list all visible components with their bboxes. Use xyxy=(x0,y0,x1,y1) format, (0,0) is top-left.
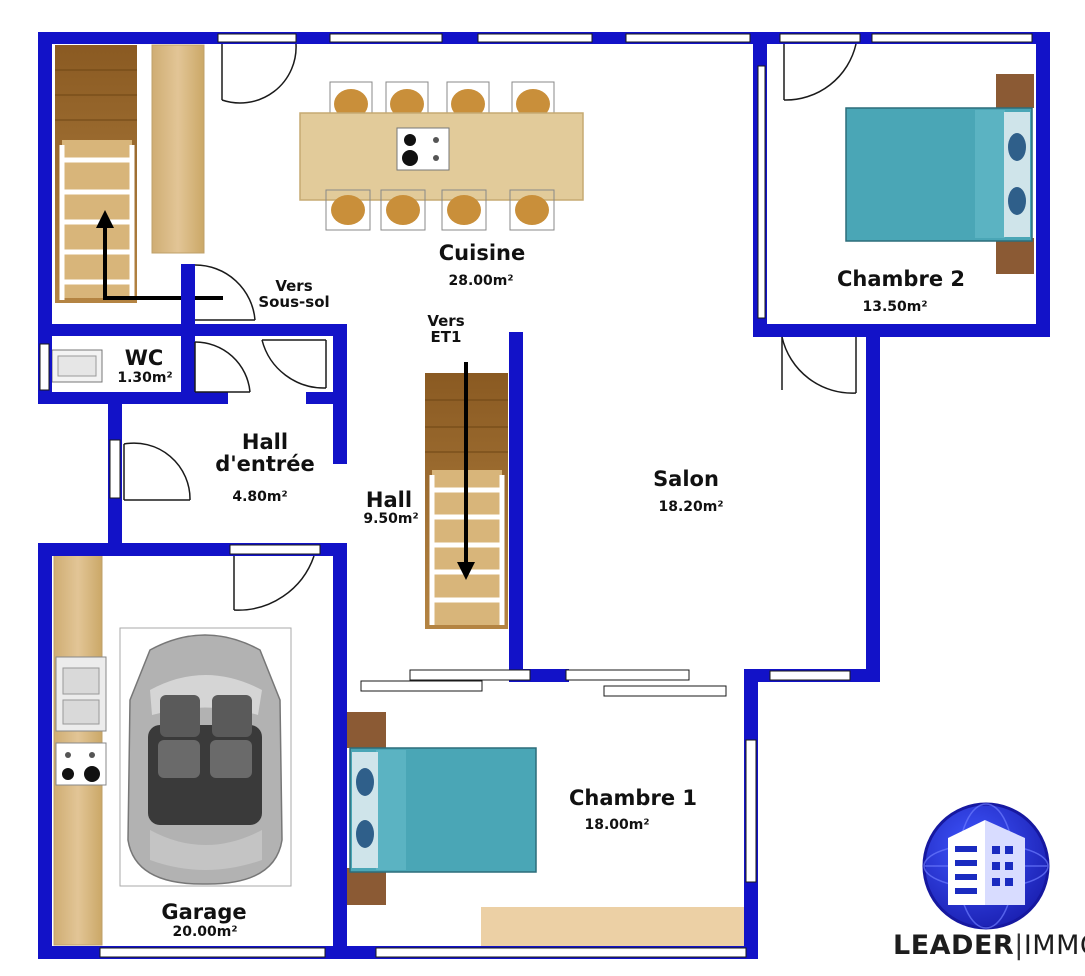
garage-hob xyxy=(55,742,107,786)
cooktop xyxy=(396,127,450,171)
room-area-garage: 20.00m² xyxy=(172,924,238,940)
car xyxy=(119,627,292,887)
garage-counter xyxy=(53,554,107,946)
chairs-top xyxy=(329,81,555,125)
room-label-hall: Hall xyxy=(365,488,413,512)
brand-name-light: IMMO xyxy=(1023,930,1085,961)
brand-name-bold: LEADER xyxy=(893,930,1015,961)
doors xyxy=(123,43,857,611)
room-area-wc: 1.30m² xyxy=(117,370,173,386)
room-area-cuisine: 28.00m² xyxy=(448,273,514,289)
room-area-hall-entree: 4.80m² xyxy=(232,489,288,505)
stairs-to-et1 xyxy=(425,362,508,629)
stairs-to-basement xyxy=(55,45,223,303)
chairs-bottom xyxy=(325,189,555,231)
bed-chambre-1 xyxy=(347,712,537,905)
room-label-garage: Garage xyxy=(161,900,247,924)
brand-separator: | xyxy=(1014,930,1024,961)
note-vers-et1: Vers ET1 xyxy=(427,312,465,346)
room-area-hall: 9.50m² xyxy=(363,511,419,527)
wardrobe-chambre-1 xyxy=(481,907,745,947)
brand-wordmark: LEADER|IMMO xyxy=(893,930,1085,961)
room-label-chambre-1: Chambre 1 xyxy=(569,786,697,810)
kitchen-counter xyxy=(151,44,205,254)
room-label-hall-entree: Hall d'entrée xyxy=(215,430,315,477)
room-label-wc: WC xyxy=(124,346,164,370)
bed-chambre-2 xyxy=(845,74,1034,274)
leaderimmo-logo xyxy=(922,802,1050,930)
wc-fixture xyxy=(51,349,103,383)
windows xyxy=(39,33,1033,958)
room-label-chambre-2: Chambre 2 xyxy=(837,267,965,291)
dining-table xyxy=(299,81,584,231)
room-label-salon: Salon xyxy=(653,467,719,491)
note-vers-sous-sol: Vers Sous-sol xyxy=(258,277,330,311)
room-area-salon: 18.20m² xyxy=(658,499,724,515)
room-area-chambre-2: 13.50m² xyxy=(862,299,928,315)
room-area-chambre-1: 18.00m² xyxy=(584,817,650,833)
room-label-cuisine: Cuisine xyxy=(438,241,526,265)
